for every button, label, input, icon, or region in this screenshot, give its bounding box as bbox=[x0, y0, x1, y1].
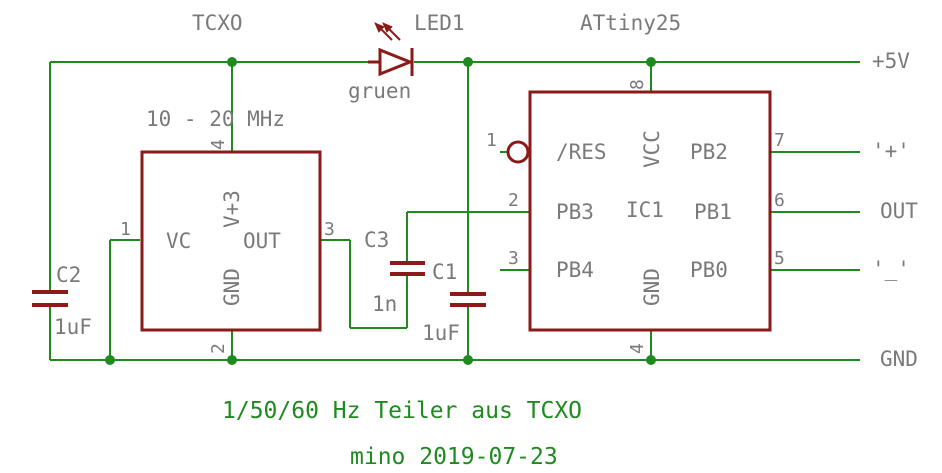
tcxo-name: TCXO bbox=[192, 11, 243, 35]
ic-pin-res: /RES bbox=[556, 140, 607, 164]
footer: 1/50/60 Hz Teiler aus TCXO mino 2019-07-… bbox=[222, 398, 582, 470]
tcxo-pin-gnd: GND bbox=[220, 268, 244, 306]
ic-pin-pb0: PB0 bbox=[690, 258, 728, 282]
junction-dot bbox=[105, 355, 115, 365]
c3-name: C3 bbox=[364, 228, 389, 252]
led-value: gruen bbox=[348, 79, 411, 103]
c2-name: C2 bbox=[56, 263, 81, 287]
ic-pin2-number: 2 bbox=[508, 190, 519, 211]
junction-dot bbox=[646, 57, 656, 67]
tcxo-pin-vc: VC bbox=[166, 229, 191, 253]
c2: C2 1uF bbox=[32, 263, 92, 339]
ic-pin-pb4: PB4 bbox=[556, 258, 594, 282]
led1: LED1 gruen bbox=[348, 11, 465, 103]
schematic-author-date: mino 2019-07-23 bbox=[350, 444, 558, 470]
ic-name: IC1 bbox=[626, 198, 664, 222]
ic-pin4-number: 4 bbox=[627, 343, 648, 354]
tcxo-pin-vplus: V+3 bbox=[220, 190, 244, 228]
led-triangle bbox=[378, 47, 415, 77]
schematic-title: 1/50/60 Hz Teiler aus TCXO bbox=[222, 398, 582, 424]
c1: C1 1uF bbox=[422, 260, 486, 345]
tcxo-pin3-number: 3 bbox=[324, 219, 335, 240]
net-label-minus: '_' bbox=[872, 257, 910, 281]
tcxo-frequency: 10 - 20 MHz bbox=[146, 107, 285, 131]
junction-dot bbox=[227, 57, 237, 67]
junction-dot bbox=[463, 355, 473, 365]
junction-dot bbox=[227, 355, 237, 365]
net-labels: +5V '+' OUT '_' GND bbox=[872, 49, 918, 371]
led-light-arrow-icon bbox=[374, 22, 401, 41]
c1-value: 1uF bbox=[422, 321, 460, 345]
attiny25: ATtiny25 IC1 /RES PB3 PB4 PB2 PB1 PB0 VC… bbox=[486, 11, 785, 354]
ic-pin7-number: 7 bbox=[774, 130, 785, 151]
junctions bbox=[105, 57, 656, 365]
c3: C3 1n bbox=[364, 228, 425, 316]
tcxo-pin2-number: 2 bbox=[208, 343, 229, 354]
net-label-out: OUT bbox=[880, 199, 918, 223]
ic-pin-vcc: VCC bbox=[640, 130, 664, 168]
c2-value: 1uF bbox=[54, 315, 92, 339]
tcxo-pin4-number: 4 bbox=[208, 139, 229, 150]
tcxo-pin1-number: 1 bbox=[120, 219, 131, 240]
reset-inversion-bubble bbox=[506, 140, 530, 164]
junction-dot bbox=[646, 355, 656, 365]
ic-pin-pb1: PB1 bbox=[694, 200, 732, 224]
tcxo-body bbox=[140, 150, 322, 332]
ic-pin6-number: 6 bbox=[774, 190, 785, 211]
ic-pin-pb3: PB3 bbox=[556, 200, 594, 224]
ic-body bbox=[528, 90, 772, 332]
ic-pin3-number: 3 bbox=[508, 248, 519, 269]
tcxo: TCXO 10 - 20 MHz VC OUT V+3 GND 1 3 4 2 bbox=[120, 11, 335, 354]
ic-part-number: ATtiny25 bbox=[580, 11, 681, 35]
c1-name: C1 bbox=[432, 260, 457, 284]
ic-pin-pb2: PB2 bbox=[690, 140, 728, 164]
c3-value: 1n bbox=[372, 292, 397, 316]
ic-pin5-number: 5 bbox=[774, 248, 785, 269]
wires bbox=[49, 61, 860, 361]
ic-pin8-number: 8 bbox=[627, 79, 648, 90]
net-label-plus: '+' bbox=[872, 139, 910, 163]
net-label-gnd: GND bbox=[880, 347, 918, 371]
ic-pin1-number: 1 bbox=[486, 130, 497, 151]
tcxo-pin-out: OUT bbox=[243, 229, 281, 253]
junction-dot bbox=[463, 57, 473, 67]
net-label-vcc: +5V bbox=[872, 49, 910, 73]
led-name: LED1 bbox=[414, 11, 465, 35]
ic-pin-gnd: GND bbox=[640, 268, 664, 306]
